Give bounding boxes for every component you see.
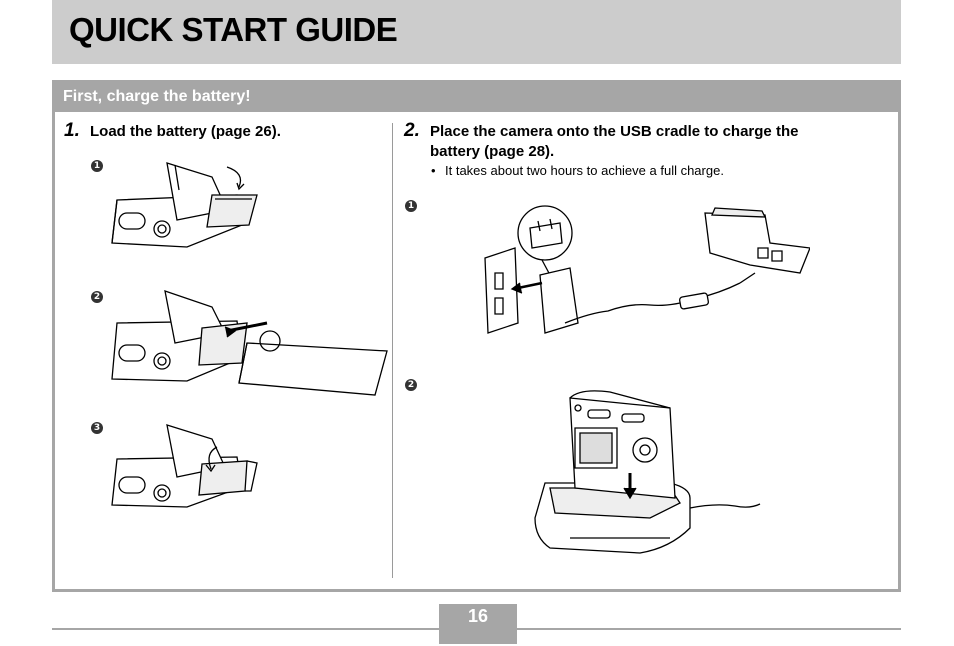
step-1-number: 1. — [64, 120, 80, 141]
page-number-box: 16 — [439, 604, 517, 628]
page-number-box-lower — [439, 630, 517, 644]
camera-cradle-illustration — [530, 388, 770, 558]
step-1-marker-3: 3 — [91, 422, 103, 434]
title-band: QUICK START GUIDE — [52, 0, 901, 64]
step-2-text-line-2: battery (page 28). — [430, 143, 555, 160]
section-title: First, charge the battery! — [63, 88, 251, 105]
footer-rule — [52, 628, 901, 630]
battery-cover-close-illustration — [107, 419, 267, 519]
section-header: First, charge the battery! — [55, 83, 898, 112]
column-divider — [392, 123, 393, 578]
step-1-marker-1: 1 — [91, 160, 103, 172]
step-1-marker-2: 2 — [91, 291, 103, 303]
step-2-bullet-dot: • — [431, 163, 436, 178]
step-2-marker-1: 1 — [405, 200, 417, 212]
step-2-number: 2. — [404, 120, 420, 141]
step-1-text: Load the battery (page 26). — [90, 123, 281, 140]
step-2-bullet-text: It takes about two hours to achieve a fu… — [445, 163, 724, 178]
battery-cover-open-illustration — [107, 155, 267, 255]
content-frame: First, charge the battery! 1. Load the b… — [52, 80, 901, 592]
step-2-marker-2: 2 — [405, 379, 417, 391]
battery-insert-illustration — [107, 283, 392, 403]
page-number: 16 — [467, 606, 489, 626]
ac-adapter-illustration — [480, 203, 810, 343]
step-2-text-line-1: Place the camera onto the USB cradle to … — [430, 123, 799, 140]
page-title: QUICK START GUIDE — [69, 11, 398, 48]
